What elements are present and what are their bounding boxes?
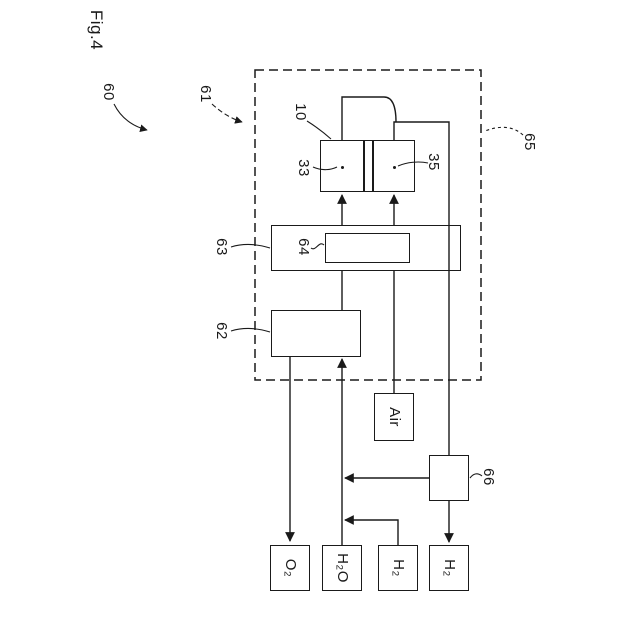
h2-return-node-box [429, 545, 469, 591]
box-63 [271, 225, 461, 271]
flow-lines [285, 96, 454, 545]
ref-label-66: 66 [480, 468, 497, 486]
o2-node-box [270, 545, 310, 591]
h2-merge-line [344, 515, 399, 545]
box-62 [271, 310, 361, 357]
pointer-62 [230, 327, 271, 333]
pointer-35 [397, 161, 429, 167]
pointer-66 [469, 473, 483, 479]
pointer-60-arrow [113, 103, 148, 132]
pointer-33 [312, 166, 338, 171]
box-64 [325, 233, 410, 263]
pointer-61-arrow [211, 103, 243, 124]
unit-boundary-rect-61 [254, 69, 482, 381]
anode-dot-33 [341, 165, 344, 169]
ref-label-60: 60 [100, 83, 117, 101]
cell-membrane-line-left [363, 141, 365, 191]
h2-supply-node-box [378, 545, 418, 591]
cathode-dot-35 [393, 165, 396, 169]
pointer-64 [310, 243, 325, 250]
pointer-63 [230, 243, 271, 249]
air-label: Air [386, 407, 403, 427]
box-66 [429, 455, 469, 501]
o2-label: O₂ [282, 558, 299, 578]
cathode-return-line [393, 121, 450, 455]
h2-return-label: H₂ [441, 559, 458, 577]
ref-label-35: 35 [425, 153, 442, 171]
fuel-cell-box-10 [320, 140, 415, 192]
reference-pointers [113, 103, 524, 479]
ref-label-61: 61 [197, 85, 214, 103]
pointer-10 [306, 120, 332, 140]
h2-supply-label: H₂ [390, 559, 407, 577]
ref-label-62: 62 [213, 322, 230, 340]
pointer-65 [484, 126, 524, 136]
anode-top-line [341, 96, 397, 140]
ref-label-64: 64 [295, 238, 312, 256]
air-source-box [374, 393, 414, 441]
h2o-node-box [322, 545, 362, 591]
ref-label-65: 65 [521, 133, 538, 151]
h2o-label: H₂O [334, 553, 351, 583]
cell-membrane-line-right [372, 141, 374, 191]
